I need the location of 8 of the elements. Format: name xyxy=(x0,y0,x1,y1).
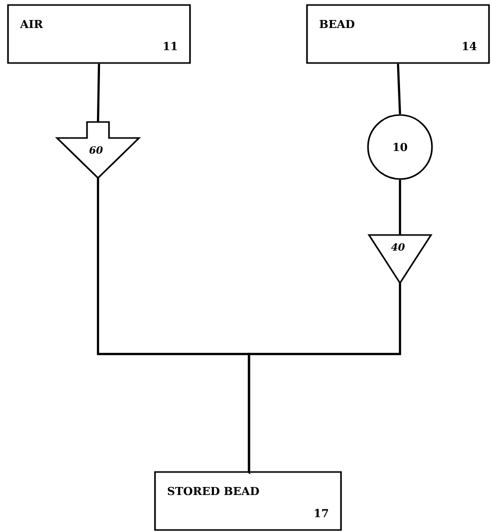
process-box: STORED BEAD 17 xyxy=(154,471,342,531)
process-box: AIR 11 xyxy=(7,4,191,64)
circle-node: 10 xyxy=(367,114,433,180)
connector-line xyxy=(396,64,402,114)
connector-line xyxy=(96,64,100,122)
connector-line xyxy=(398,180,402,235)
connector-line xyxy=(247,283,402,474)
process-box: BEAD 14 xyxy=(306,4,490,64)
